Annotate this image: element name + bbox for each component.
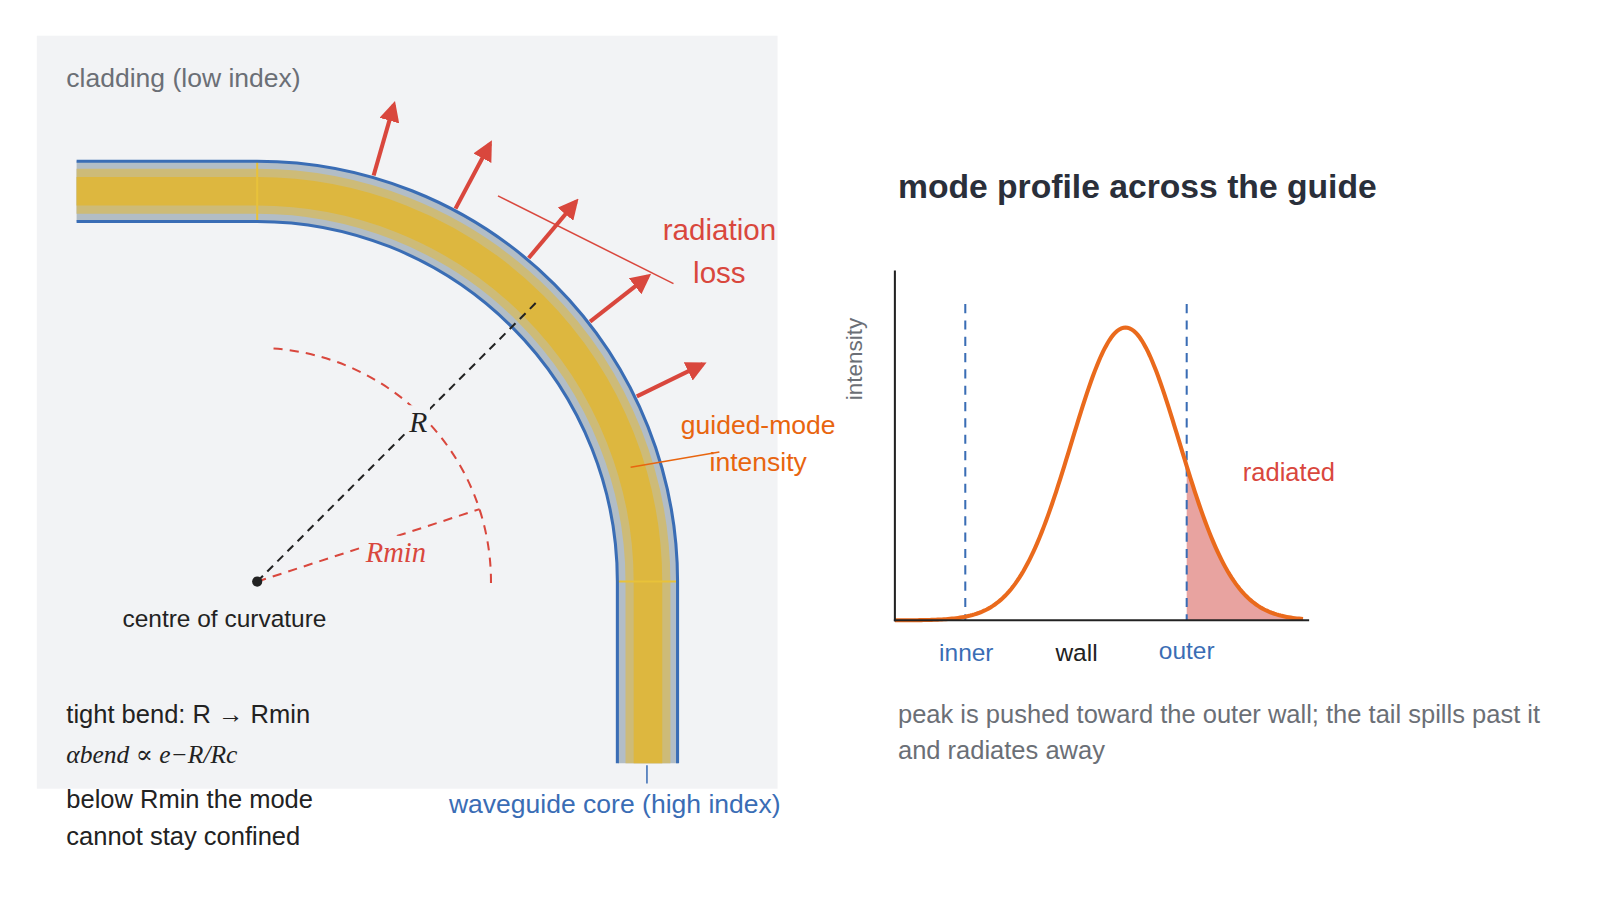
y-axis xyxy=(894,270,896,621)
radiation-arrow xyxy=(374,105,394,176)
radiation-arrow xyxy=(590,276,648,321)
x-axis xyxy=(894,619,1309,621)
tick-label: outer xyxy=(1159,636,1215,665)
leader-line xyxy=(498,196,673,284)
mode-curve xyxy=(895,328,1303,621)
formula-text: αbend ∝ e−R/Rc xyxy=(66,740,237,771)
centre-label: centre of curvature xyxy=(122,605,326,634)
leader-line xyxy=(646,765,648,783)
core-mode-glow xyxy=(77,191,648,763)
cladding-panel xyxy=(37,36,778,789)
min-radius-line xyxy=(257,509,479,581)
tick-label: inner xyxy=(939,638,993,667)
radiation-arrow xyxy=(456,144,490,209)
leader-line xyxy=(631,452,720,467)
note-text: tight bend: R → Rmin xyxy=(66,699,310,730)
radiation-arrow xyxy=(637,364,703,396)
inner-wall xyxy=(77,221,618,763)
callout-label: radiation loss xyxy=(638,209,801,295)
core-mode-intensity xyxy=(77,191,648,763)
axis-label: intensity xyxy=(842,318,869,400)
core-fill xyxy=(77,191,648,763)
min-radius-arc xyxy=(274,349,491,590)
area-label: radiated xyxy=(1243,457,1335,488)
caption-text: peak is pushed toward the outer wall; th… xyxy=(898,696,1561,769)
radius-label: R xyxy=(406,406,430,442)
radius-line xyxy=(257,302,537,582)
outer-wall xyxy=(77,161,678,763)
joint-mark xyxy=(256,161,258,221)
radiation-arrow xyxy=(529,202,576,258)
joint-mark xyxy=(617,581,678,583)
core-label: waveguide core (high index) xyxy=(449,789,781,821)
callout-label: guided-mode intensity xyxy=(661,407,855,480)
centre-dot xyxy=(252,576,262,586)
inner-wall-marker xyxy=(964,304,966,620)
region-label: cladding (low index) xyxy=(66,63,300,95)
min-radius-label: Rmin xyxy=(363,536,429,570)
note-text: below Rmin the mode cannot stay confined xyxy=(66,782,372,855)
panel-title: mode profile across the guide xyxy=(898,167,1377,207)
tick-label: wall xyxy=(1055,638,1097,667)
